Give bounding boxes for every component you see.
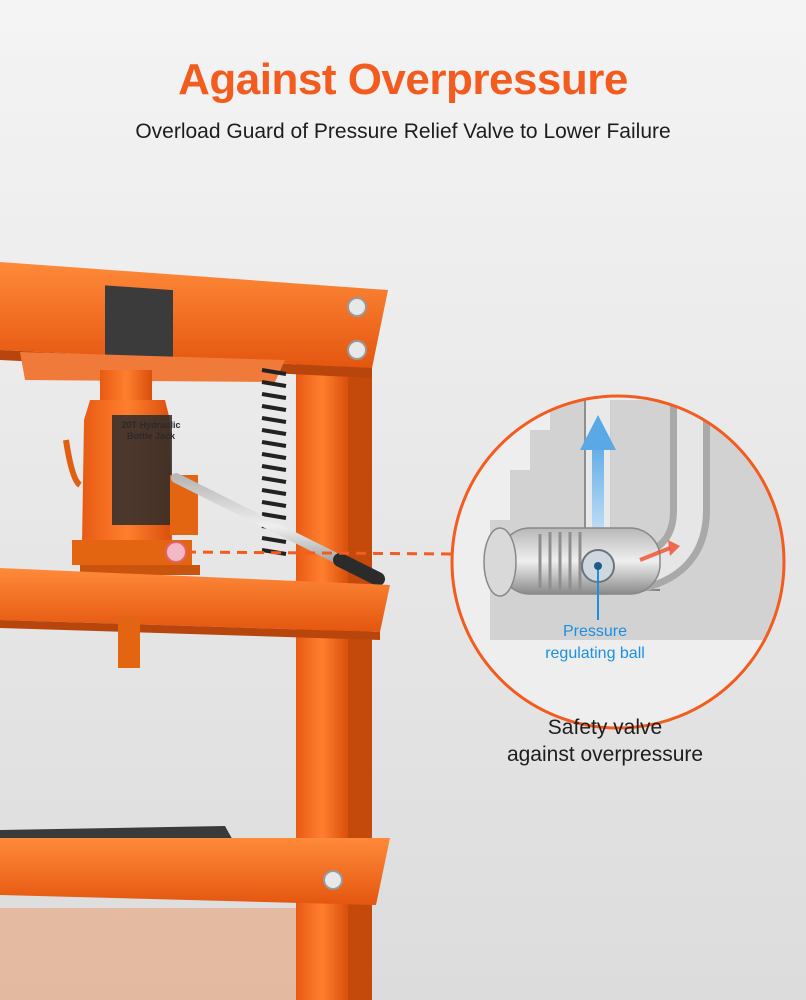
return-spring [261, 368, 287, 556]
top-beam [0, 262, 388, 368]
jack-label: 20T Hydraulic Bottle Jack [116, 420, 186, 442]
ball-label-line1: Pressure [562, 623, 628, 640]
page-title: Against Overpressure [178, 55, 628, 104]
dashed-leader-line [185, 550, 453, 556]
lower-bolt [323, 870, 343, 890]
lower-bed [0, 838, 390, 905]
caption-line1: Safety valve [547, 716, 663, 739]
caption-line2: against overpressure [506, 743, 704, 766]
top-bolt-1 [347, 297, 367, 317]
pressure-ball-label: Pressure regulating ball [520, 621, 670, 665]
ball-label-line2: regulating ball [545, 645, 645, 662]
spec-plate [105, 285, 173, 361]
page-subtitle: Overload Guard of Pressure Relief Valve … [135, 120, 671, 143]
callout-circle [450, 394, 786, 730]
jack-label-line1: 20T Hydraulic [121, 420, 181, 430]
top-bolt-2 [347, 340, 367, 360]
middle-bed [0, 568, 390, 632]
jack-label-line2: Bottle Jack [126, 431, 176, 441]
relief-valve [165, 541, 187, 563]
up-arrow-icon [580, 415, 616, 540]
bottle-jack [63, 370, 200, 575]
safety-valve-caption: Safety valve against overpressure [480, 714, 730, 768]
